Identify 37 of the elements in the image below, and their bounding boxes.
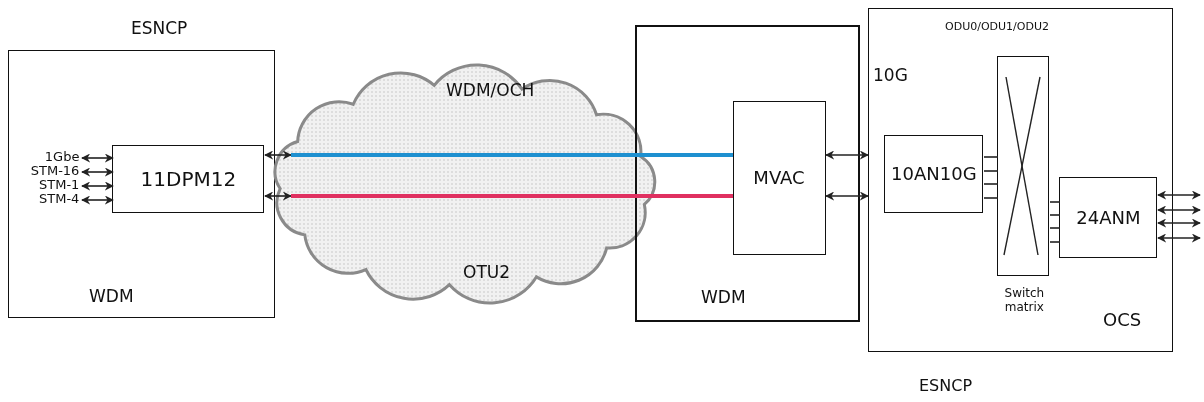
arrow [1157,218,1201,228]
card-label: 10AN10G [891,165,977,184]
card-label: 11DPM12 [140,169,237,190]
card-box [112,145,265,214]
card-box [1059,177,1158,259]
signal-label: STM-16 [30,164,80,178]
arrow [1157,205,1201,215]
rate-label: 10G [873,67,908,84]
system-heading: ESNCP [919,378,973,394]
arrow [81,153,114,163]
system-label: OCS [1103,311,1142,329]
system-label: WDM [89,288,134,305]
system-heading: ODU0/ODU1/ODU2 [945,21,1049,32]
system-label: WDM [701,289,746,306]
card-label: MVAC [753,168,805,187]
card-label: 24ANM [1076,208,1141,227]
signal-label: 1Gbe [44,150,80,164]
arrow [264,191,292,201]
signal-line [291,153,733,157]
arrow [264,150,292,160]
arrow [81,181,114,191]
arrow [1157,190,1201,200]
card-box [884,135,984,214]
system-heading: ESNCP [131,20,188,37]
arrow [81,195,114,205]
cloud-label: WDM/OCH [446,82,535,99]
signal-label: STM-1 [39,178,80,192]
system-box [635,25,860,322]
arrow [825,191,869,201]
signal-label: STM-4 [39,192,80,206]
arrow [81,167,114,177]
cloud-label: OTU2 [463,264,511,281]
arrow [1157,233,1201,243]
node-caption: Switch matrix [1003,287,1046,315]
arrow [825,150,869,160]
signal-line [291,194,733,198]
card-box [732,100,826,255]
